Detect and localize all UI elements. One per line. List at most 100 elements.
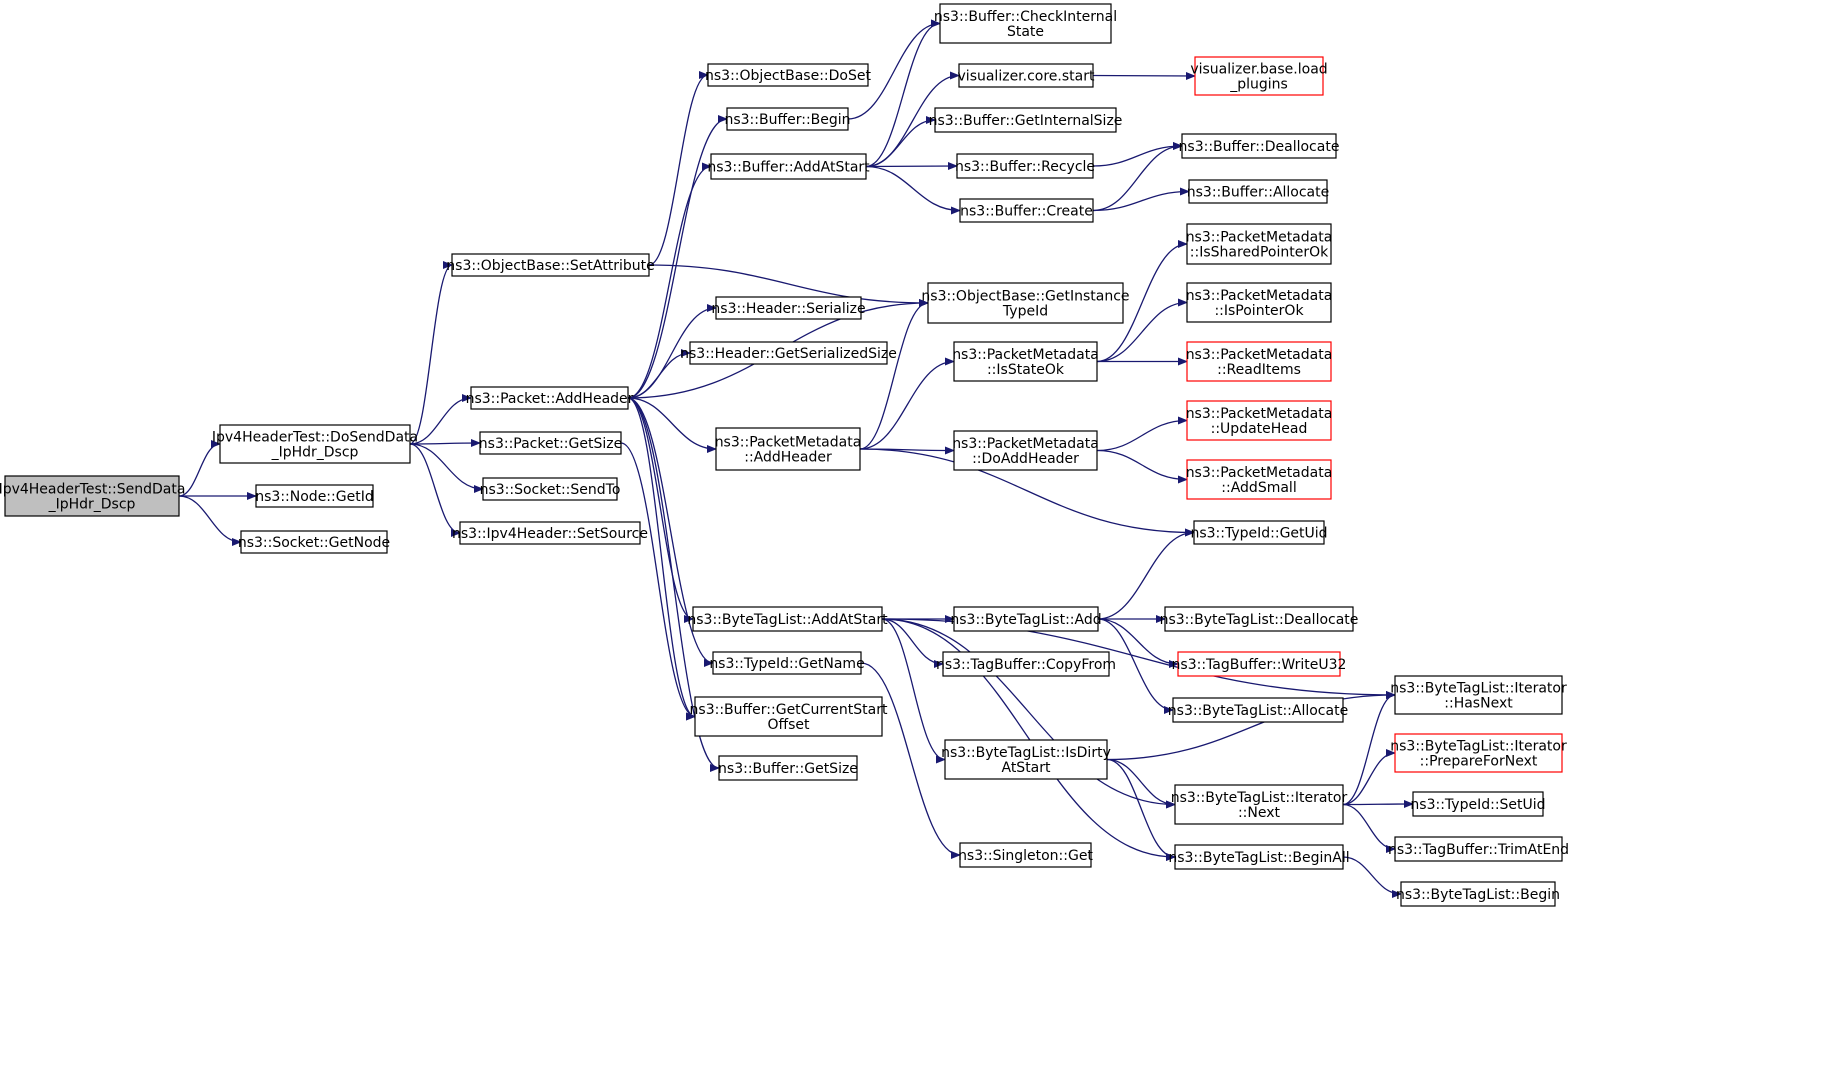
node-pmaddheader[interactable]: ns3::PacketMetadata::AddHeader: [715, 427, 862, 471]
node-box: [959, 842, 1092, 868]
node-tbtrim[interactable]: ns3::TagBuffer::TrimAtEnd: [1388, 836, 1569, 862]
node-label: ::ReadItems: [1217, 362, 1301, 378]
node-label: _IpHdr_Dscp: [48, 497, 136, 513]
node-box: [255, 484, 374, 508]
edge-addatstart-to-recycle: [865, 162, 958, 171]
node-bufalloc[interactable]: ns3::Buffer::Allocate: [1187, 179, 1330, 204]
node-box: [459, 521, 641, 545]
node-bufcreate[interactable]: ns3::Buffer::Create: [959, 198, 1094, 223]
node-bufbegin[interactable]: ns3::Buffer::Begin: [724, 107, 851, 131]
edge-bufcreate-to-bufalloc: [1092, 187, 1190, 212]
node-dosend[interactable]: Ipv4HeaderTest::DoSendData_IpHdr_Dscp: [212, 424, 418, 464]
edge-btlbeginall-to-btlbegin: [1342, 856, 1402, 898]
node-label: ns3::TagBuffer::WriteU32: [1172, 657, 1347, 673]
node-socketgetnode[interactable]: ns3::Socket::GetNode: [238, 530, 390, 554]
edge-btladdatstart-to-btlbeginall: [881, 618, 1176, 861]
node-box: [482, 477, 618, 501]
nodes-layer: Ipv4HeaderTest::SendData_IpHdr_Dscp Ipv4H…: [0, 3, 1569, 907]
node-box: [939, 3, 1112, 44]
node-pmshared[interactable]: ns3::PacketMetadata::IsSharedPointerOk: [1186, 223, 1333, 265]
node-label: ns3::ByteTagList::Allocate: [1168, 703, 1348, 719]
node-recycle[interactable]: ns3::Buffer::Recycle: [955, 153, 1095, 179]
edge-pmisstateok-to-pmptrok: [1096, 298, 1188, 363]
node-btldealloc[interactable]: ns3::ByteTagList::Deallocate: [1160, 606, 1359, 632]
node-label: visualizer.core.start: [958, 69, 1095, 85]
node-label: ns3::PacketMetadata: [1186, 288, 1333, 304]
edge-btlisdirty-to-itnext: [1106, 758, 1176, 809]
node-tidsetuid[interactable]: ns3::TypeId::SetUid: [1410, 791, 1546, 817]
node-box: [1164, 606, 1354, 632]
node-label: ::DoAddHeader: [972, 451, 1079, 467]
edge-itnext-to-tbtrim: [1342, 803, 1396, 853]
edge-itnext-to-tidsetuid: [1342, 800, 1414, 809]
edge-pmaddheader-to-getinsttid: [859, 299, 929, 450]
node-box: [1193, 520, 1325, 545]
node-hdrsersize[interactable]: ns3::Header::GetSerializedSize: [680, 341, 897, 365]
edge-root-to-socketgetnode: [178, 495, 242, 546]
node-getintsize[interactable]: ns3::Buffer::GetInternalSize: [929, 107, 1123, 133]
node-label: ns3::Header::Serialize: [711, 301, 865, 317]
node-label: ns3::ObjectBase::GetInstance: [921, 289, 1129, 305]
node-btladd[interactable]: ns3::ByteTagList::Add: [950, 606, 1102, 632]
node-doset[interactable]: ns3::ObjectBase::DoSet: [705, 63, 871, 87]
node-vizload[interactable]: visualizer.base.load_plugins: [1190, 56, 1328, 96]
node-btlbegin[interactable]: ns3::ByteTagList::Begin: [1396, 881, 1560, 907]
node-label: ns3::PacketMetadata: [1186, 465, 1333, 481]
node-itprep[interactable]: ns3::ByteTagList::Iterator::PrepareForNe…: [1390, 733, 1567, 773]
node-pmdoaddheader[interactable]: ns3::PacketMetadata::DoAddHeader: [952, 430, 1099, 471]
node-pmread[interactable]: ns3::PacketMetadata::ReadItems: [1186, 341, 1333, 382]
node-bufgetsize[interactable]: ns3::Buffer::GetSize: [718, 755, 858, 781]
node-pmaddsmall[interactable]: ns3::PacketMetadata::AddSmall: [1186, 459, 1333, 500]
edge-btladd-to-tbwrite: [1097, 618, 1179, 668]
node-label: TypeId: [1002, 304, 1048, 320]
node-btlalloc[interactable]: ns3::ByteTagList::Allocate: [1168, 697, 1348, 723]
node-setsource[interactable]: ns3::Ipv4Header::SetSource: [452, 521, 648, 545]
node-label: ns3::PacketMetadata: [1186, 406, 1333, 422]
node-sendto[interactable]: ns3::Socket::SendTo: [480, 477, 621, 501]
node-setattr[interactable]: ns3::ObjectBase::SetAttribute: [446, 253, 655, 277]
node-bufdealloc[interactable]: ns3::Buffer::Deallocate: [1179, 133, 1340, 159]
edge-itnext-to-ithasnext: [1342, 691, 1396, 806]
node-box: [1394, 836, 1563, 862]
node-box: [934, 107, 1117, 133]
node-box: [958, 63, 1094, 88]
node-btladdatstart[interactable]: ns3::ByteTagList::AddAtStart: [687, 606, 888, 632]
node-root[interactable]: Ipv4HeaderTest::SendData_IpHdr_Dscp: [0, 475, 185, 517]
node-label: ns3::Buffer::Create: [960, 204, 1093, 220]
node-pmisstateok[interactable]: ns3::PacketMetadata::IsStateOk: [952, 341, 1099, 382]
node-pmupdhead[interactable]: ns3::PacketMetadata::UpdateHead: [1186, 400, 1333, 441]
node-box: [1412, 791, 1544, 817]
edge-btlisdirty-to-ithasnext: [1106, 691, 1396, 761]
node-label: ns3::Ipv4Header::SetSource: [452, 526, 648, 542]
edge-addheader-to-hdrsersize: [627, 349, 691, 399]
node-label: ::AddHeader: [744, 450, 832, 466]
edge-btladd-to-btlalloc: [1097, 618, 1174, 714]
node-addheader[interactable]: ns3::Packet::AddHeader: [466, 386, 634, 410]
node-box: [1394, 675, 1563, 715]
node-pktgetsize[interactable]: ns3::Packet::GetSize: [479, 431, 622, 455]
node-label: ns3::ObjectBase::DoSet: [705, 68, 871, 84]
node-ithasnext[interactable]: ns3::ByteTagList::Iterator::HasNext: [1390, 675, 1567, 715]
node-tidgetname[interactable]: ns3::TypeId::GetName: [709, 651, 865, 675]
node-hdrser[interactable]: ns3::Header::Serialize: [711, 296, 866, 320]
node-addatstart[interactable]: ns3::Buffer::AddAtStart: [707, 153, 870, 180]
node-nodegetid[interactable]: ns3::Node::GetId: [255, 484, 374, 508]
node-label: ns3::Packet::GetSize: [479, 436, 622, 452]
node-pmptrok[interactable]: ns3::PacketMetadata::IsPointerOk: [1186, 282, 1333, 323]
edges-layer: [178, 19, 1414, 898]
node-vizstart[interactable]: visualizer.core.start: [958, 63, 1095, 88]
node-tbwrite[interactable]: ns3::TagBuffer::WriteU32: [1172, 651, 1347, 677]
node-tidgetuid[interactable]: ns3::TypeId::GetUid: [1190, 520, 1328, 545]
edge-addheader-to-btladdatstart: [627, 397, 694, 623]
node-itnext[interactable]: ns3::ByteTagList::Iterator::Next: [1171, 784, 1348, 825]
node-singleton[interactable]: ns3::Singleton::Get: [958, 842, 1093, 868]
node-tbcopyfrom[interactable]: ns3::TagBuffer::CopyFrom: [936, 651, 1116, 677]
node-label: ns3::PacketMetadata: [952, 347, 1099, 363]
node-btlbeginall[interactable]: ns3::ByteTagList::BeginAll: [1168, 844, 1350, 870]
edge-addheader-to-bufbegin: [627, 115, 728, 399]
node-label: ns3::ByteTagList::Iterator: [1171, 790, 1348, 806]
